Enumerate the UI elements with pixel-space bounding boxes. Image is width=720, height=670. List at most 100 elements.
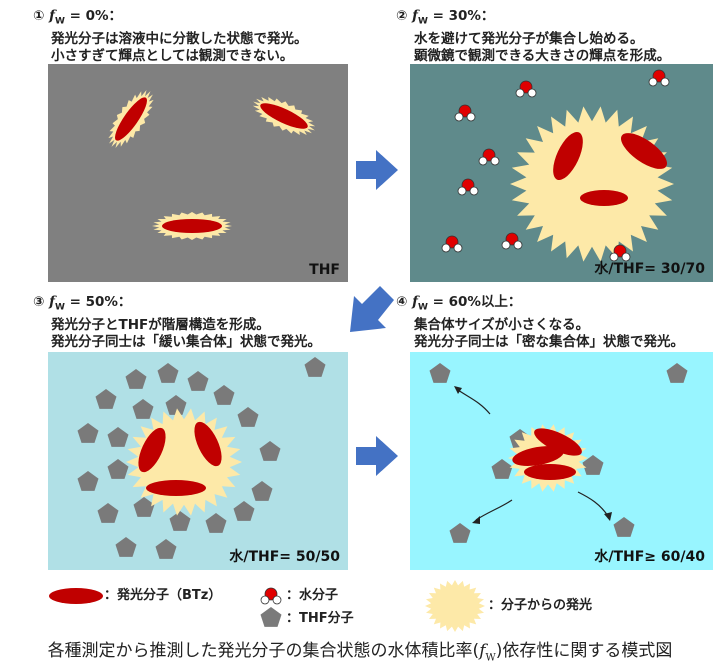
thf-molecule: [251, 481, 273, 501]
thf-molecule: [449, 523, 471, 543]
panel-2-aggregate: 水/THF= 30/70: [410, 64, 713, 282]
water-molecule: [501, 232, 523, 250]
panel-4-heading: ④ fW = 60%以上： 集合体サイズが小さくなる。 発光分子同士は「密な集合…: [396, 294, 684, 351]
panel-3-fw-symbol: f: [49, 294, 55, 310]
btz-molecule-loose-3: [146, 480, 206, 496]
panel-3-hierarchical: 水/THF= 50/50: [48, 352, 348, 570]
thf-molecule: [107, 427, 129, 447]
thf-molecule: [233, 501, 255, 521]
panel-3-number: ③: [33, 294, 45, 310]
btz-molecule-loose-1: [138, 427, 166, 473]
figure-caption: 各種測定から推測した発光分子の集合状態の水体積比率(fW)依存性に関する模式図: [0, 640, 720, 669]
panel-2-number: ②: [396, 8, 408, 24]
diffusion-arrow-head: [604, 512, 612, 521]
thf-molecule: [107, 459, 129, 479]
panel-4-fw: fW: [412, 294, 428, 313]
panel-2-fw: fW: [412, 8, 428, 27]
thf-molecule: [155, 539, 177, 559]
thf-molecule: [213, 385, 235, 405]
panel-4-line2: 発光分子同士は「密な集合体」状態で発光。: [414, 333, 684, 350]
arrow-right-icon: [356, 436, 398, 476]
panel-1-condition: = 0%：: [64, 8, 123, 24]
legend-water-label: ：水分子: [286, 588, 339, 603]
panel-2-fw-symbol: f: [412, 8, 418, 24]
panel-1-line2: 小さすぎて輝点としては観測できない。: [51, 47, 294, 64]
btz-molecule-agg-3: [580, 190, 628, 206]
water-molecule: [609, 244, 631, 262]
thf-molecule: [613, 517, 635, 537]
panel-1-number: ①: [33, 8, 45, 24]
panel-1-label: THF: [309, 262, 340, 278]
thf-molecule: [491, 459, 513, 479]
panel-1-thf: THF: [48, 64, 348, 282]
diffusion-arrow: [577, 491, 609, 517]
water-molecule: [457, 178, 479, 196]
panel-4-fw-symbol: f: [412, 294, 418, 310]
panel-3-illustration: [48, 352, 348, 570]
panel-3-fw-sub: W: [54, 302, 65, 313]
thf-molecule: [205, 513, 227, 533]
btz-molecule-dispersed-1: [108, 90, 154, 148]
panel-1-heading: ① fW = 0%： 発光分子は溶液中に分散した状態で発光。 小さすぎて輝点とし…: [33, 8, 308, 65]
panel-3-label: 水/THF= 50/50: [229, 549, 340, 565]
panel-3-heading: ③ fW = 50%： 発光分子とTHFが階層構造を形成。 発光分子同士は「緩い…: [33, 294, 321, 351]
btz-molecule-agg-1: [553, 131, 583, 181]
caption-fw-symbol: f: [479, 641, 486, 661]
thf-molecule: [157, 363, 179, 383]
thf-molecule: [666, 363, 688, 383]
legend-glow-symbol: [425, 580, 485, 632]
caption-fw-sub: W: [485, 652, 496, 664]
panel-4-condition: = 60%以上：: [427, 294, 522, 310]
panel-3-line2: 発光分子同士は「緩い集合体」状態で発光。: [51, 333, 321, 350]
arrow-down-left-icon: [350, 286, 394, 332]
panel-1-fw-symbol: f: [49, 8, 55, 24]
panel-4-illustration: [410, 352, 713, 570]
thf-molecule: [115, 537, 137, 557]
panel-4-number: ④: [396, 294, 408, 310]
thf-molecule: [187, 371, 209, 391]
panel-2-line2: 顕微鏡で観測できる大きさの輝点を形成。: [414, 47, 671, 64]
btz-molecule-dense-3: [524, 464, 576, 480]
arrow-right-icon: [356, 150, 398, 190]
panel-2-condition: = 30%：: [427, 8, 495, 24]
water-molecule: [515, 80, 537, 98]
water-molecule: [441, 235, 463, 253]
legend-btz-label: ：発光分子（BTz）: [104, 588, 222, 603]
btz-molecule-dense-2: [512, 446, 564, 466]
diffusion-arrow-head: [454, 386, 462, 394]
panel-2-heading: ② fW = 30%： 水を避けて発光分子が集合し始める。 顕微鏡で観測できる大…: [396, 8, 670, 65]
panel-1-illustration: [48, 64, 348, 282]
panel-1-fw: fW: [49, 8, 65, 27]
btz-molecule-dispersed-3: [152, 212, 232, 240]
thf-molecule: [95, 389, 117, 409]
btz-molecule-dense-1: [534, 428, 582, 456]
btz-molecule-loose-2: [194, 421, 222, 467]
panel-2-fw-sub: W: [417, 16, 428, 27]
caption-fw: fW: [479, 641, 496, 664]
panel-2-label: 水/THF= 30/70: [594, 261, 705, 277]
panel-4-line1: 集合体サイズが小さくなる。: [414, 316, 590, 333]
panel-3-line1: 発光分子とTHFが階層構造を形成。: [51, 316, 270, 333]
btz-molecule-dispersed-2: [252, 96, 316, 136]
thf-molecule: [582, 455, 604, 475]
legend-water-symbol: [260, 587, 282, 605]
water-molecule: [478, 148, 500, 166]
legend-btz-symbol: [49, 588, 103, 604]
panel-4-label: 水/THF≥ 60/40: [594, 549, 705, 565]
caption-before: 各種測定から推測した発光分子の集合状態の水体積比率(: [47, 641, 480, 661]
thf-molecule: [133, 497, 155, 517]
thf-molecule: [97, 503, 119, 523]
legend-thf-symbol: [260, 607, 282, 627]
thf-molecule: [169, 511, 191, 531]
thf-molecule: [132, 399, 154, 419]
thf-molecule: [165, 395, 187, 415]
thf-molecule: [237, 407, 259, 427]
panel-4-dense: 水/THF≥ 60/40: [410, 352, 713, 570]
diffusion-arrow: [457, 389, 491, 415]
panel-1-fw-sub: W: [54, 16, 65, 27]
thf-molecule: [125, 369, 147, 389]
legend-glow-label: ：分子からの発光: [488, 598, 593, 613]
panel-2-line1: 水を避けて発光分子が集合し始める。: [414, 30, 644, 47]
panel-1-line1: 発光分子は溶液中に分散した状態で発光。: [51, 30, 308, 47]
thf-molecule: [77, 471, 99, 491]
